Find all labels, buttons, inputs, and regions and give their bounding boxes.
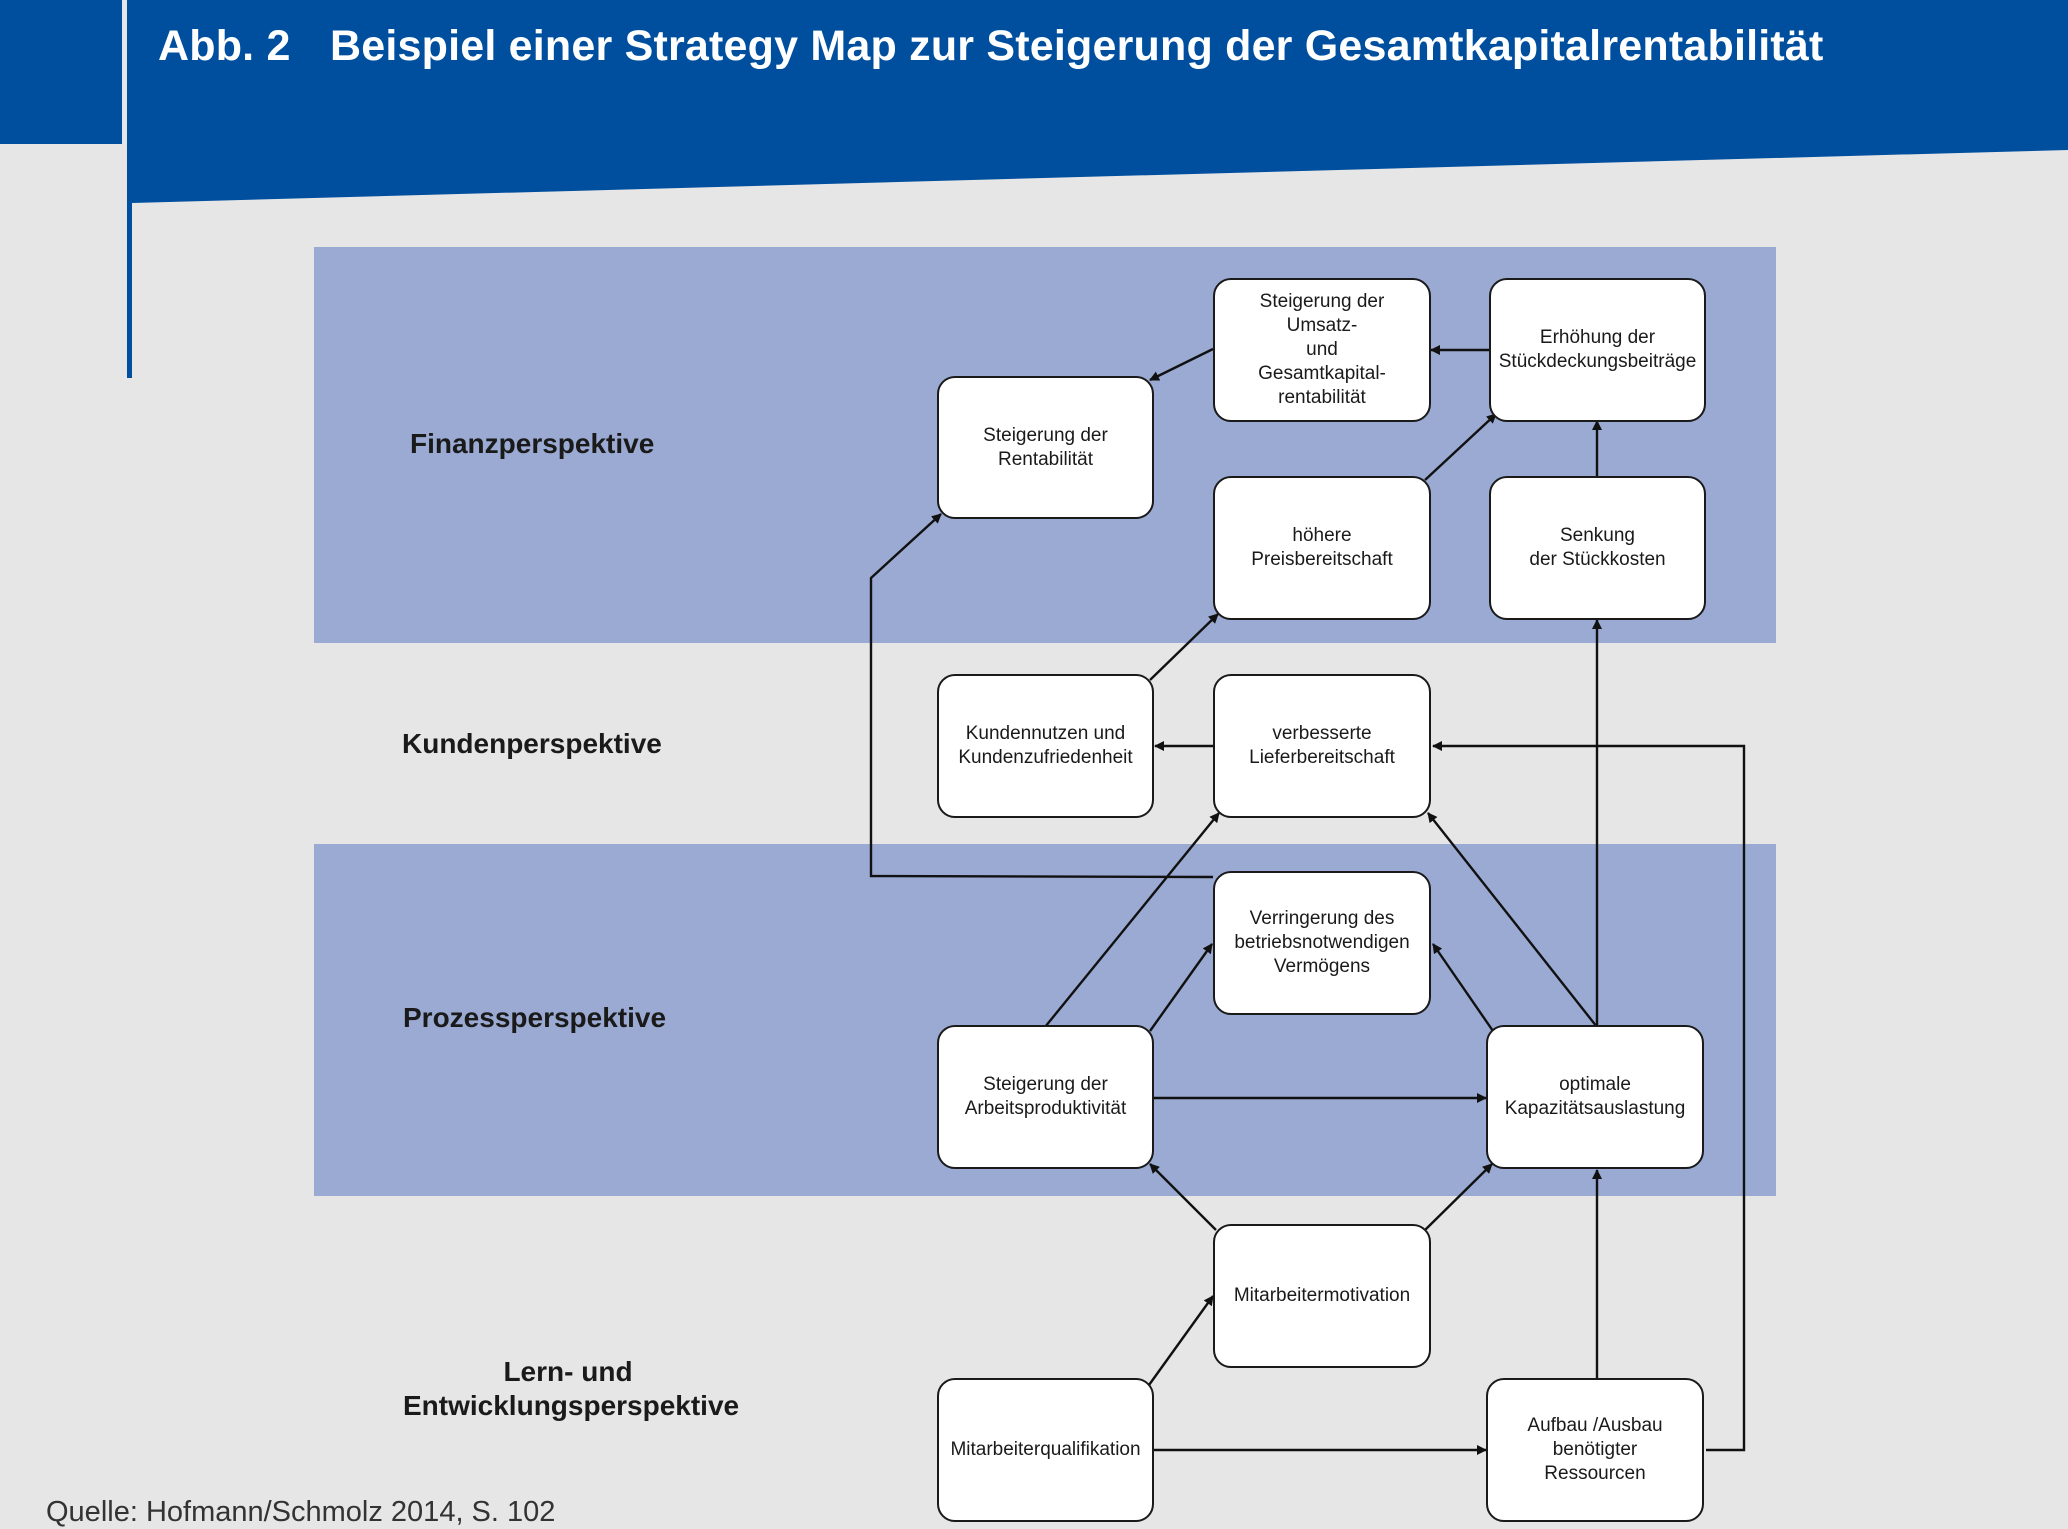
edge-kapazitaet-to-liefer [1427, 812, 1598, 1028]
node-optimale-kapazitaetsauslastung: optimale Kapazitätsauslastung [1486, 1025, 1704, 1169]
node-aufbau-ausbau-ressourcen: Aufbau /Ausbau benötigter Ressourcen [1486, 1378, 1704, 1522]
node-mitarbeiterqualifikation: Mitarbeiterqualifikation [937, 1378, 1154, 1522]
node-erhoehung-stueckdeckungsbeitraege: Erhöhung der Stückdeckungsbeiträge [1489, 278, 1706, 422]
node-steigerung-arbeitsproduktivitaet: Steigerung der Arbeitsproduktivität [937, 1025, 1154, 1169]
label-finanzperspektive: Finanzperspektive [410, 428, 655, 459]
label-kundenperspektive: Kundenperspektive [402, 728, 662, 759]
edge-arbeitsprod-to-vermoegen [1149, 943, 1213, 1032]
edge-preis-to-deckung [1424, 413, 1497, 481]
edge-umsatz-to-rentabilitaet [1149, 347, 1214, 382]
node-kundennutzen-kundenzufriedenheit: Kundennutzen und Kundenzufriedenheit [937, 674, 1154, 818]
edge-motivation-to-arbeitsprod [1149, 1163, 1217, 1231]
edge-arbeitsprod-to-liefer [1044, 812, 1220, 1028]
header-gap [122, 0, 127, 146]
node-senkung-stueckkosten: Senkung der Stückkosten [1489, 476, 1706, 620]
edge-qualifikation-to-motivation [1148, 1295, 1214, 1386]
node-hoehere-preisbereitschaft: höhere Preisbereitschaft [1213, 476, 1431, 620]
node-steigerung-rentabilitaet: Steigerung der Rentabilität [937, 376, 1154, 519]
edge-ressourcen-to-liefer [1432, 741, 1746, 1452]
edge-kapazitaet-to-vermoegen [1432, 943, 1494, 1032]
node-mitarbeitermotivation: Mitarbeitermotivation [1213, 1224, 1431, 1368]
figure-title: Abb. 2 Beispiel einer Strategy Map zur St… [158, 22, 1824, 71]
figure-number: Abb. 2 [158, 22, 291, 70]
header-banner [0, 0, 2068, 378]
figure-title-text: Beispiel einer Strategy Map zur Steigeru… [330, 22, 1824, 70]
node-verringerung-betriebsnotwendigen-vermoegens: Verringerung des betriebsnotwendigen Ver… [1213, 871, 1431, 1015]
source-citation: Quelle: Hofmann/Schmolz 2014, S. 102 [46, 1496, 556, 1528]
label-prozessperspektive: Prozessperspektive [403, 1002, 667, 1033]
label-lernperspektive: Lern- und Entwicklungsperspektive [403, 1356, 740, 1421]
edge-kundennutzen-to-preis [1149, 613, 1219, 681]
edge-motivation-to-kapazitaet [1424, 1163, 1493, 1231]
node-verbesserte-lieferbereitschaft: verbesserte Lieferbereitschaft [1213, 674, 1431, 818]
edge-vermoegen-to-rentabilitaet [869, 513, 1214, 879]
node-steigerung-umsatz-gesamtkapitalrentabilitaet: Steigerung der Umsatz- und Gesamtkapital… [1213, 278, 1431, 422]
